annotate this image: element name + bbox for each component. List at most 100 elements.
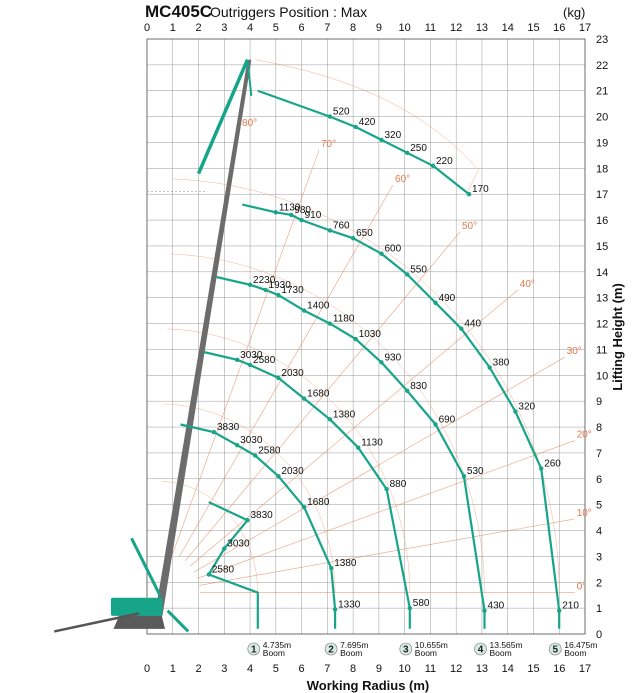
boom-number-badge xyxy=(474,642,487,656)
load-point xyxy=(487,365,492,370)
load-value-label: 210 xyxy=(562,601,579,612)
x-tick-label-bottom: 13 xyxy=(476,663,488,675)
x-tick-label-bottom: 10 xyxy=(399,663,411,675)
y-tick-label: 6 xyxy=(596,474,602,486)
angle-lines: 0°10°20°30°40°50°60°70°80° xyxy=(147,59,592,593)
angle-arc xyxy=(162,481,259,593)
load-value-label: 1130 xyxy=(361,438,383,449)
x-tick-label-bottom: 14 xyxy=(502,663,514,675)
load-value-label: 1180 xyxy=(333,314,355,325)
x-tick-label-top: 0 xyxy=(144,22,150,34)
load-value-label: 1030 xyxy=(359,329,382,340)
x-tick-label-bottom: 6 xyxy=(299,663,305,675)
load-value-label: 650 xyxy=(356,228,373,239)
jib-load-point xyxy=(430,163,436,168)
angle-line xyxy=(199,518,575,586)
y-tick-label: 23 xyxy=(596,34,608,46)
x-tick-label-top: 1 xyxy=(170,22,176,34)
x-tick-label-top: 10 xyxy=(399,22,411,34)
load-value-label: 320 xyxy=(518,402,535,413)
load-point xyxy=(301,396,307,401)
jib-load-point xyxy=(405,150,410,156)
load-value-label: 260 xyxy=(544,458,561,469)
load-point xyxy=(253,453,258,458)
load-value-label: 2230 xyxy=(253,275,276,286)
grid xyxy=(146,38,586,635)
load-value-label: 930 xyxy=(384,352,401,363)
angle-arc xyxy=(164,403,336,593)
load-point xyxy=(405,388,410,394)
angle-arc xyxy=(167,328,411,593)
load-point xyxy=(247,362,253,368)
load-point xyxy=(276,375,281,381)
load-value-label: 550 xyxy=(410,264,427,275)
boom-length-label: 13.565m xyxy=(490,640,523,650)
load-point xyxy=(459,326,464,331)
x-tick-label-top: 2 xyxy=(195,22,201,34)
x-tick-label-bottom: 2 xyxy=(195,663,201,675)
jib-envelope xyxy=(255,59,477,169)
y-tick-label: 2 xyxy=(596,577,602,589)
angle-line xyxy=(189,289,518,567)
load-point xyxy=(327,228,333,233)
angle-label: 80° xyxy=(242,118,257,129)
boom-number-badge xyxy=(247,642,261,656)
boom-number-badge xyxy=(399,642,413,656)
load-value-label: 830 xyxy=(410,381,427,392)
angle-label: 10° xyxy=(577,508,592,519)
angle-label: 40° xyxy=(520,279,535,290)
load-point xyxy=(211,430,217,435)
x-tick-label-bottom: 8 xyxy=(350,663,356,675)
boom-number-label: 2 xyxy=(328,645,334,656)
load-value-label: 1380 xyxy=(333,409,356,420)
load-value-label: 490 xyxy=(439,293,456,304)
load-value-label: 600 xyxy=(384,244,401,255)
boom-cylinder xyxy=(130,537,162,596)
y-tick-label: 7 xyxy=(596,448,602,460)
angle-label: 70° xyxy=(321,139,336,150)
y-tick-label: 11 xyxy=(596,344,607,356)
crane-illustration xyxy=(53,59,253,633)
jib-load-value-label: 420 xyxy=(359,117,376,128)
chart-title-subtitle: Outriggers Position : Max xyxy=(210,4,367,20)
boom-number-label: 5 xyxy=(552,645,558,656)
x-tick-label-top: 15 xyxy=(527,22,539,34)
boom-length-label: 7.695m xyxy=(340,640,368,650)
x-tick-label-top: 17 xyxy=(579,22,591,34)
jib-load-point xyxy=(327,114,333,119)
y-tick-label: 22 xyxy=(596,60,608,72)
load-point xyxy=(245,517,250,523)
load-value-label: 1380 xyxy=(334,558,357,569)
x-tick-label-bottom: 12 xyxy=(450,663,462,675)
y-tick-label: 14 xyxy=(596,267,608,279)
x-tick-label-top: 16 xyxy=(553,22,565,34)
load-point xyxy=(329,565,334,571)
x-tick-label-bottom: 4 xyxy=(247,663,253,675)
load-value-label: 1130 xyxy=(279,202,301,213)
x-tick-label-top: 7 xyxy=(324,22,330,34)
load-value-label: 1930 xyxy=(269,280,292,291)
load-curve-boom-1 xyxy=(207,501,259,629)
x-tick-label-bottom: 17 xyxy=(579,663,591,675)
y-tick-label: 20 xyxy=(596,112,608,124)
x-tick-label-bottom: 0 xyxy=(144,663,150,675)
load-value-label: 980 xyxy=(294,205,311,216)
load-value-label: 440 xyxy=(464,319,481,330)
boom-body xyxy=(154,59,252,616)
load-point xyxy=(557,608,562,613)
load-point xyxy=(407,605,412,611)
load-value-label: 2030 xyxy=(281,466,304,477)
jib-envelope-edge xyxy=(466,168,480,195)
angle-label: 30° xyxy=(567,346,582,357)
y-tick-label: 15 xyxy=(596,241,608,253)
load-value-label: 530 xyxy=(467,466,484,477)
load-point xyxy=(301,308,307,313)
load-value-label: 1730 xyxy=(281,285,304,296)
x-tick-label-bottom: 5 xyxy=(273,663,279,675)
load-point xyxy=(263,287,268,293)
load-point xyxy=(433,422,438,427)
x-tick-label-top: 8 xyxy=(350,22,356,34)
load-value-label: 880 xyxy=(390,479,407,490)
boom-label: Boom xyxy=(340,648,362,658)
